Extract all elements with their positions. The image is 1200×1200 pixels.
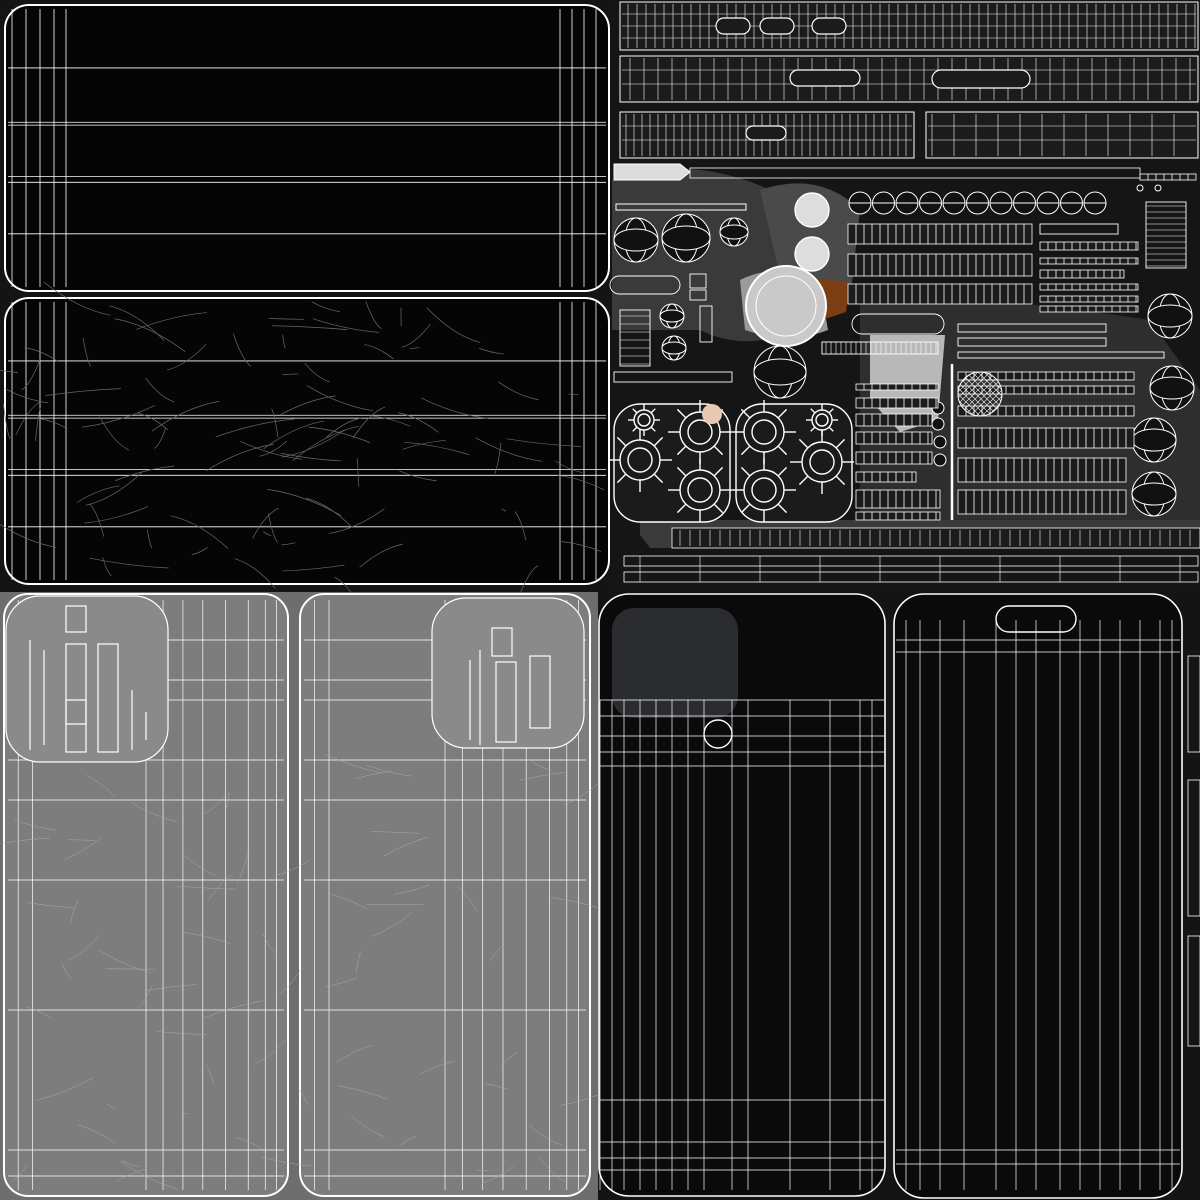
bottom-right-fronts [598,592,1200,1200]
camera-island-right [431,597,585,749]
small-box-parts [609,201,1187,383]
back-scratch-marks [1,753,613,1190]
pill-part [613,163,691,181]
front-panel-tinted-block [612,608,738,718]
back-panel-wires [8,600,586,1190]
central-disc [745,265,827,347]
lens-rings [608,400,854,522]
button-slots [715,17,1031,141]
bottom-left-backs [0,592,613,1200]
scratch-marks [0,281,605,601]
front-panel-wires [599,620,1180,1190]
flash-dot [702,404,722,424]
front-panel-left [598,593,886,1197]
side-strip-lower [4,297,610,585]
edge-strip-a [1187,655,1200,753]
front-camera-hole [703,719,733,749]
camera-bars [29,605,551,753]
edge-strip-b [1187,779,1200,917]
bar-parts [847,173,1197,521]
top-left-strips [0,0,612,601]
camera-island-left [5,595,169,763]
hatched-disc [957,371,1003,417]
edge-strip-c [1187,935,1200,1047]
top-right-parts [608,0,1200,592]
side-strip-wires [8,9,606,580]
sphere-parts [613,213,1195,517]
parts-strip-4 [925,111,1199,159]
front-panel-right [893,593,1183,1199]
parts-strip-2 [619,55,1199,103]
parts-strip-wires [622,4,1196,156]
side-strip-upper [4,4,610,292]
screw-heads [848,184,1162,467]
